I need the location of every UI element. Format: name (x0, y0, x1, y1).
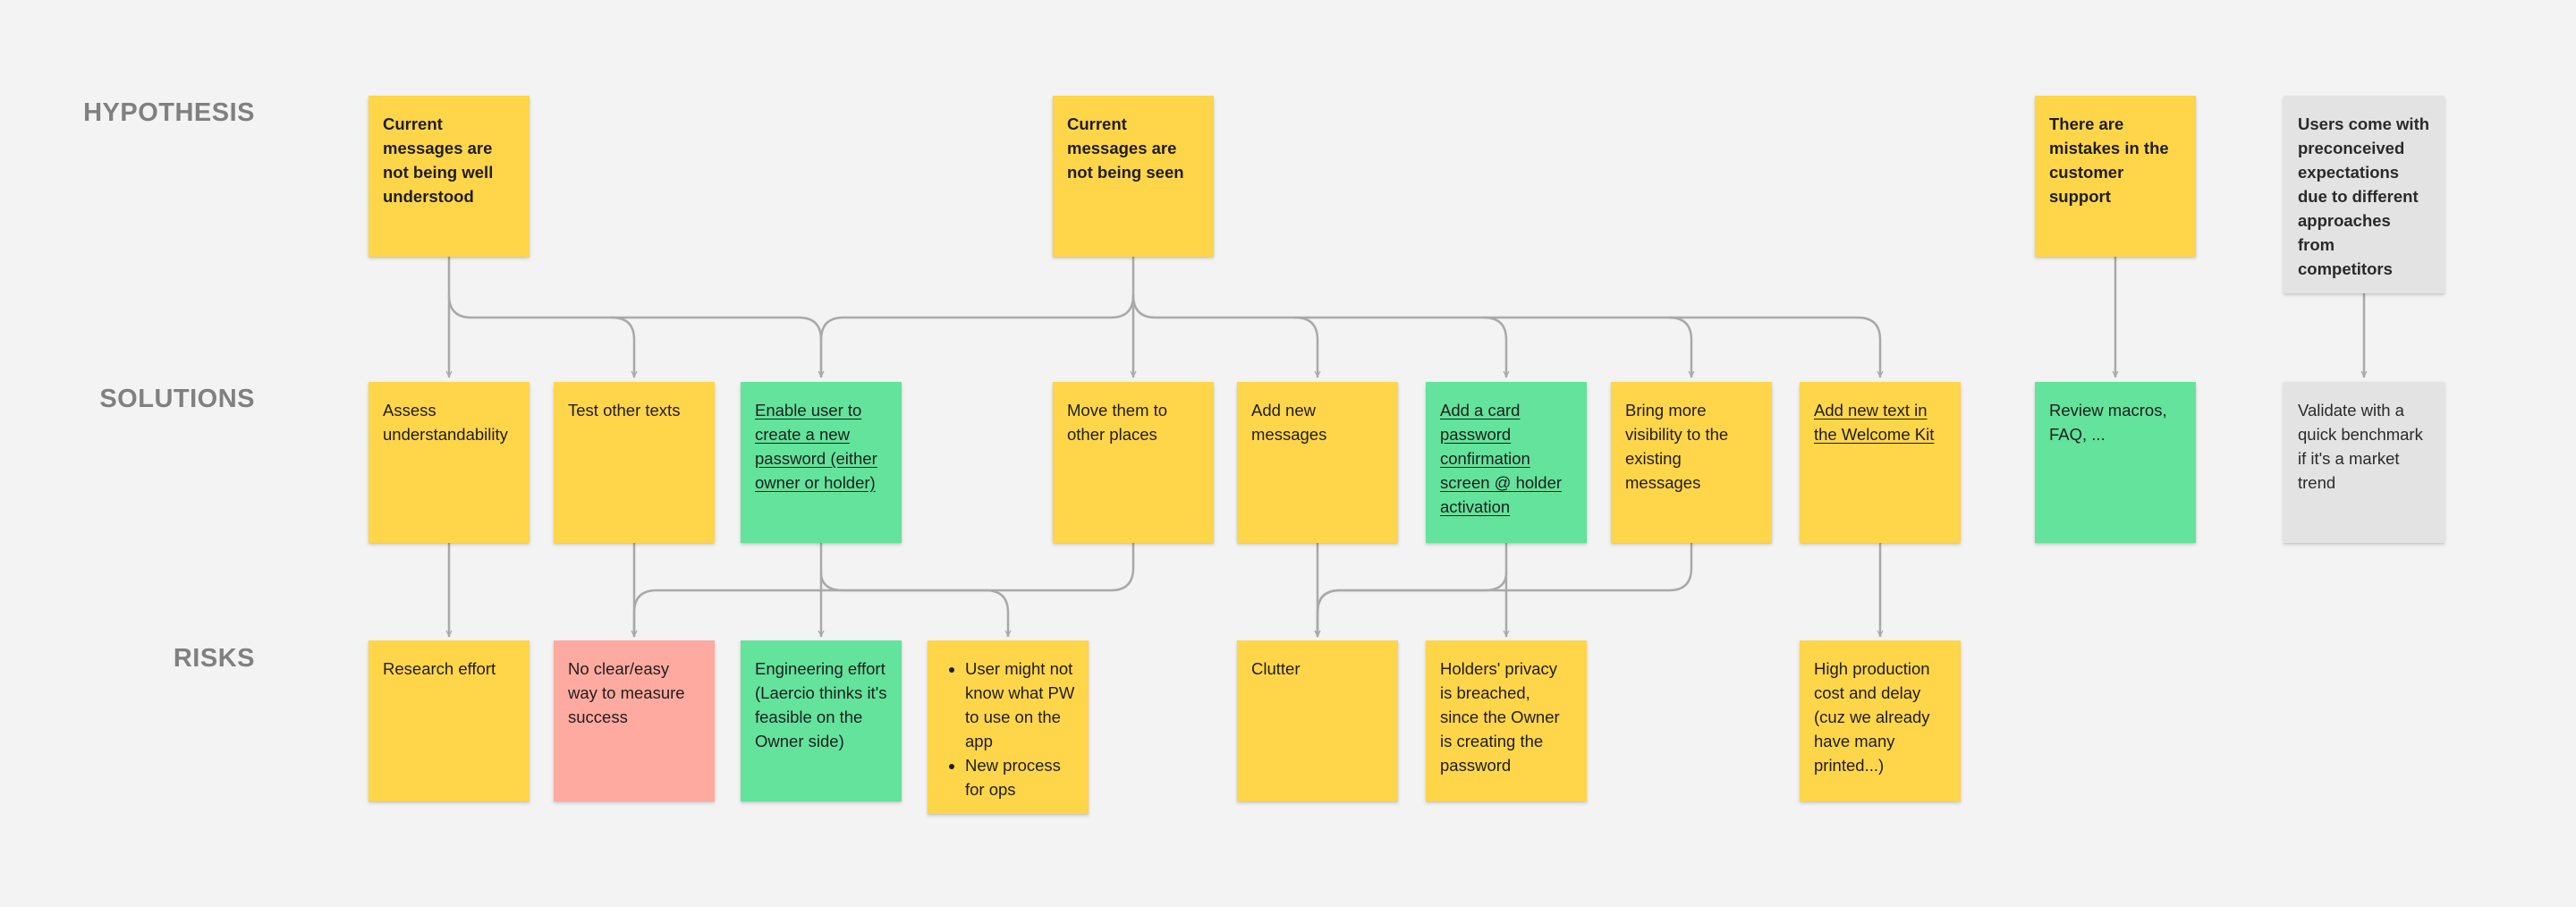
sticky-solution-quick-benchmark[interactable]: Validate with a quick benchmark if it's … (2284, 382, 2445, 543)
connector-h2-s5 (1293, 316, 1321, 378)
row-label-solutions: SOLUTIONS (99, 385, 255, 413)
sticky-solution-add-new-messages[interactable]: Add new messages (1237, 382, 1398, 543)
row-label-hypothesis: HYPOTHESIS (83, 98, 255, 127)
sticky-risk-research-effort[interactable]: Research effort (369, 640, 530, 801)
connector-h2-s7 (1667, 316, 1695, 378)
sticky-hypothesis-not-understood[interactable]: Current messages are not being well unde… (369, 96, 530, 257)
connector-s4-r2 (631, 542, 1135, 638)
sticky-hypothesis-support-mistakes[interactable]: There are mistakes in the customer suppo… (2035, 96, 2196, 257)
sticky-solution-test-other-texts[interactable]: Test other texts (554, 382, 715, 543)
connector-h1-s2 (610, 316, 638, 378)
sticky-risk-clutter[interactable]: Clutter (1237, 640, 1398, 801)
sticky-hypothesis-not-seen[interactable]: Current messages are not being seen (1053, 96, 1214, 257)
sticky-risk-engineering-effort[interactable]: Engineering effort (Laercio thinks it's … (741, 640, 902, 801)
connector-s7-r5 (1314, 542, 1693, 638)
sticky-solution-move-to-other-places[interactable]: Move them to other places (1053, 382, 1214, 543)
sticky-solution-more-visibility[interactable]: Bring more visibility to the existing me… (1611, 382, 1772, 543)
sticky-risk-holder-privacy[interactable]: Holders' privacy is breached, since the … (1426, 640, 1587, 801)
row-label-risks: RISKS (173, 644, 255, 673)
connector-h2-left-bus (818, 293, 1135, 378)
sticky-solution-assess-understandability[interactable]: Assess understandability (369, 382, 530, 543)
sticky-solution-password-confirmation-screen[interactable]: Add a card password confirmation screen … (1426, 382, 1587, 543)
sticky-solution-welcome-kit-text[interactable]: Add new text in the Welcome Kit (1800, 382, 1961, 543)
connector-s3-r4 (819, 571, 1012, 638)
sticky-hypothesis-preconceived-expectations[interactable]: Users come with preconceived expectation… (2284, 96, 2445, 293)
sticky-solution-review-macros[interactable]: Review macros, FAQ, ... (2035, 382, 2196, 543)
risk-bullet-item: New process for ops (965, 753, 1075, 801)
connector-h2-s6 (1482, 316, 1510, 378)
sticky-solution-enable-new-password[interactable]: Enable user to create a new password (ei… (741, 382, 902, 543)
connector-h1-bus (447, 293, 823, 378)
sticky-risk-production-cost[interactable]: High production cost and delay (cuz we a… (1800, 640, 1961, 801)
risk-bullet-item: User might not know what PW to use on th… (965, 657, 1075, 753)
sticky-risk-password-confusion[interactable]: User might not know what PW to use on th… (928, 640, 1089, 814)
connector-s6-r5 (1314, 571, 1508, 638)
sticky-risk-no-clear-measure[interactable]: No clear/easy way to measure success (554, 640, 715, 801)
risk-bullet-list: User might not know what PW to use on th… (942, 657, 1075, 801)
connector-h2-right-bus (1131, 293, 1884, 378)
